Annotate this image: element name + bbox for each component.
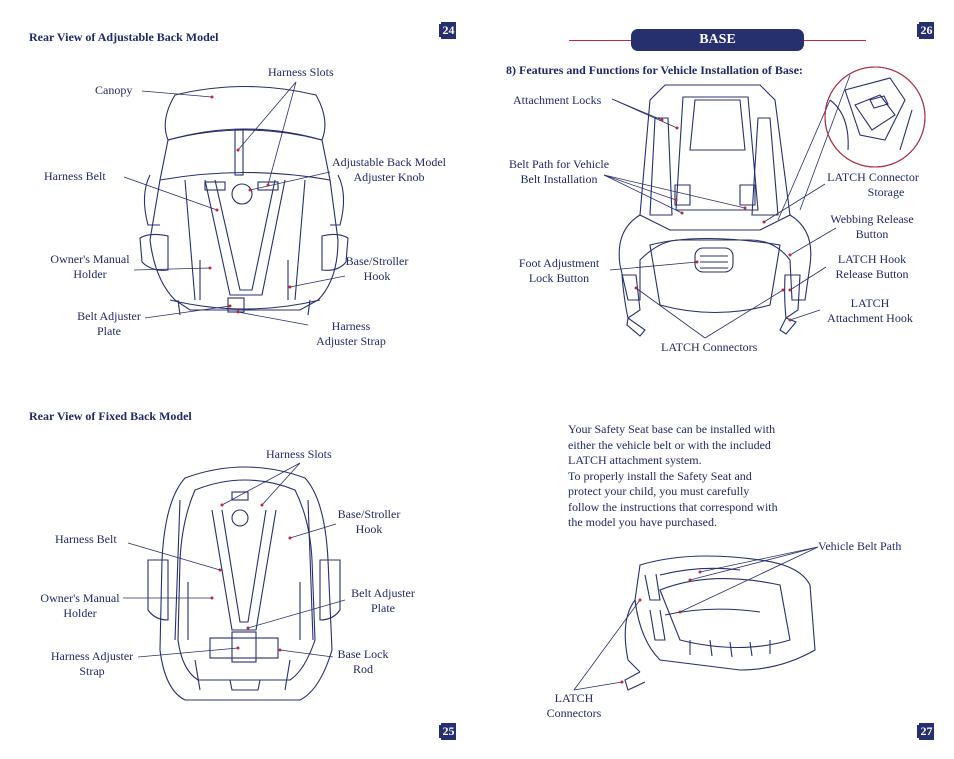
latch-storage-detail-circle <box>824 66 926 168</box>
page-number-24: 24 <box>439 22 456 39</box>
page-number-27: 27 <box>917 723 934 740</box>
detail-circle-ring <box>824 66 926 168</box>
adjustable-back-heading: Rear View of Adjustable Back Model <box>29 30 219 44</box>
base-leader-lines <box>603 74 851 339</box>
header-rule-left <box>569 40 631 41</box>
label-fixed-base-lock-rod: Base Lock Rod <box>337 647 389 676</box>
fixed-back-heading: Rear View of Fixed Back Model <box>29 409 192 423</box>
label-latch-connector-storage: LATCH Connector Storage <box>827 170 919 199</box>
bottom-base-illustration <box>624 555 816 691</box>
label-fixed-harness-belt: Harness Belt <box>55 532 117 546</box>
adjustable-seat-illustration <box>139 85 349 316</box>
features-heading: 8) Features and Functions for Vehicle In… <box>506 63 803 77</box>
label-fixed-harness-slots: Harness Slots <box>266 447 332 461</box>
page-number-25: 25 <box>439 723 456 740</box>
label-harness-slots: Harness Slots <box>268 65 334 79</box>
label-attachment-locks: Attachment Locks <box>513 93 602 107</box>
label-fixed-harness-adjuster-strap: Harness Adjuster Strap <box>50 649 134 678</box>
label-bottom-latch-connectors: LATCH Connectors <box>546 691 602 720</box>
label-belt-path-vehicle: Belt Path for Vehicle Belt Installation <box>508 157 610 186</box>
label-foot-adjustment-lock: Foot Adjustment Lock Button <box>518 256 600 285</box>
label-vehicle-belt-path: Vehicle Belt Path <box>818 539 902 553</box>
indicator-dots <box>208 95 792 684</box>
section-title-base: BASE <box>631 29 804 51</box>
label-webbing-release-button: Webbing Release Button <box>830 212 914 241</box>
label-latch-connectors: LATCH Connectors <box>661 340 758 354</box>
label-canopy: Canopy <box>95 83 133 97</box>
fixed-seat-illustration <box>147 466 341 701</box>
installation-paragraph: Your Safety Seat base can be installed w… <box>568 422 778 529</box>
label-base-stroller-hook: Base/Stroller Hook <box>345 254 409 283</box>
adjustable-leader-lines <box>123 81 346 326</box>
label-latch-attachment-hook: LATCH Attachment Hook <box>827 296 913 325</box>
label-fixed-base-stroller-hook: Base/Stroller Hook <box>337 507 401 536</box>
page-number-26: 26 <box>917 22 934 39</box>
label-harness-belt: Harness Belt <box>44 169 106 183</box>
fixed-leader-lines <box>123 462 346 658</box>
label-fixed-belt-adjuster-plate: Belt Adjuster Plate <box>351 586 415 615</box>
label-adjuster-knob: Adjustable Back Model Adjuster Knob <box>332 155 446 184</box>
label-latch-hook-release: LATCH Hook Release Button <box>835 252 909 281</box>
label-belt-adjuster-plate: Belt Adjuster Plate <box>77 309 141 338</box>
bottom-leader-lines <box>573 546 819 691</box>
base-illustration <box>618 84 812 337</box>
header-rule-right <box>804 40 866 41</box>
label-harness-adjuster-strap: Harness Adjuster Strap <box>316 319 386 348</box>
label-fixed-owners-manual-holder: Owner's Manual Holder <box>40 591 120 620</box>
label-owners-manual-holder: Owner's Manual Holder <box>50 252 130 281</box>
